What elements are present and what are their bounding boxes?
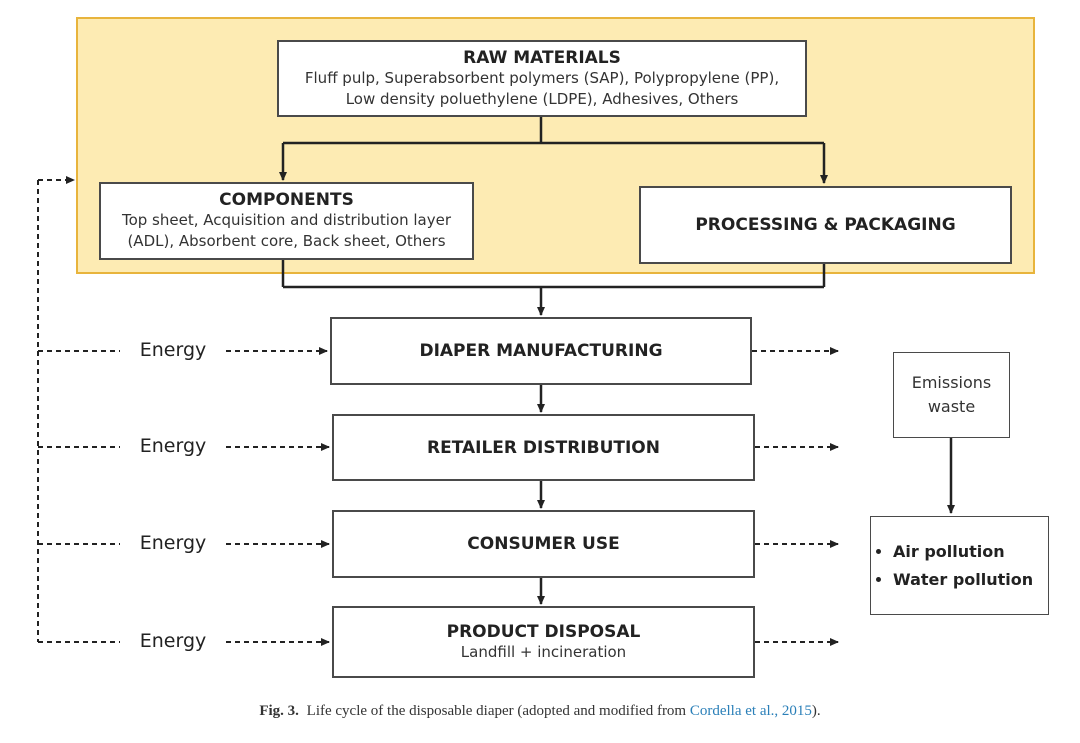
components-title: COMPONENTS: [219, 190, 354, 210]
retailer-distribution-box: RETAILER DISTRIBUTION: [332, 414, 755, 481]
components-line-2: (ADL), Absorbent core, Back sheet, Other…: [127, 232, 446, 250]
emissions-waste-box: Emissions waste: [893, 352, 1010, 438]
energy-label: Energy: [139, 435, 207, 457]
pollution-list: Air pollution Water pollution: [871, 538, 1033, 594]
stage-subtitle: Landfill + incineration: [460, 642, 627, 661]
stage-title: RETAILER DISTRIBUTION: [427, 437, 660, 458]
consumer-use-box: CONSUMER USE: [332, 510, 755, 578]
components-line-1: Top sheet, Acquisition and distribution …: [121, 211, 452, 229]
water-pollution-item: Water pollution: [893, 566, 1033, 594]
processing-packaging-box: PROCESSING & PACKAGING: [639, 186, 1012, 264]
raw-materials-box: RAW MATERIALS Fluff pulp, Superabsorbent…: [277, 40, 807, 117]
stage-title: PRODUCT DISPOSAL: [446, 621, 641, 642]
emissions-line-2: waste: [927, 397, 976, 416]
air-pollution-item: Air pollution: [893, 538, 1033, 566]
raw-materials-line-2: Low density poluethylene (LDPE), Adhesiv…: [345, 89, 739, 108]
pollution-box: Air pollution Water pollution: [870, 516, 1049, 615]
emissions-line-1: Emissions: [911, 373, 992, 392]
product-disposal-box: PRODUCT DISPOSAL Landfill + incineration: [332, 606, 755, 678]
components-box: COMPONENTS Top sheet, Acquisition and di…: [99, 182, 474, 260]
figure-caption: Fig. 3. Life cycle of the disposable dia…: [0, 703, 1080, 720]
processing-packaging-title: PROCESSING & PACKAGING: [695, 215, 956, 235]
raw-materials-line-1: Fluff pulp, Superabsorbent polymers (SAP…: [304, 68, 780, 87]
energy-label: Energy: [139, 339, 207, 361]
energy-label: Energy: [139, 532, 207, 554]
caption-end: ).: [811, 703, 821, 719]
stage-title: DIAPER MANUFACTURING: [419, 341, 663, 361]
stage-title: CONSUMER USE: [467, 534, 620, 554]
caption-text: Life cycle of the disposable diaper (ado…: [306, 703, 690, 719]
citation-link[interactable]: Cordella et al., 2015: [689, 703, 812, 719]
energy-label: Energy: [139, 630, 207, 652]
diaper-manufacturing-box: DIAPER MANUFACTURING: [330, 317, 752, 385]
raw-materials-title: RAW MATERIALS: [463, 47, 621, 68]
figure-label: Fig. 3.: [259, 703, 299, 719]
